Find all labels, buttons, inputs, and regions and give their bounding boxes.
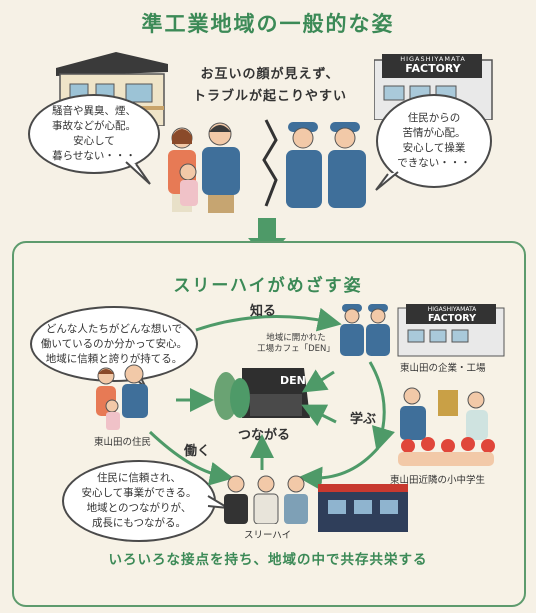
- verb-know: 知る: [250, 304, 277, 319]
- headline-line: お互いの顔が見えず、: [200, 67, 340, 82]
- company-bubble: 住民に信頼され、 安心して事業ができる。 地域とのつながりが、 成長にもつながる…: [62, 460, 216, 542]
- bubble-line: 安心して: [73, 135, 115, 147]
- bubble-line: 事故などが心配。: [52, 120, 136, 132]
- bubble-line: 地域に信頼と誇りが持てる。: [45, 352, 183, 365]
- bubble-line: どんな人たちがどんな想いで: [45, 322, 183, 335]
- factory-sign-bottom: HIGASHIYAMATA FACTORY: [408, 305, 496, 323]
- cafe-caption-line: 地域に開かれた: [266, 333, 326, 343]
- bubble-line: 住民からの: [407, 112, 461, 124]
- bubble-line: 成長にもつながる。: [91, 517, 187, 529]
- top-headline: お互いの顔が見えず、 トラブルが起こりやすい: [170, 64, 370, 108]
- headline-line: トラブルが起こりやすい: [192, 89, 347, 104]
- conflict-crack-icon: [262, 119, 278, 207]
- bubble-line: 安心して操業: [402, 142, 466, 154]
- family-illustration: [168, 122, 240, 213]
- bubble-tail-icon: [125, 161, 151, 185]
- label-residents: 東山田の住民: [94, 437, 152, 448]
- bubble-tail-icon: [375, 171, 399, 191]
- workers-illustration: [286, 122, 366, 208]
- bubble-line: 働いているのか分かって安心。: [40, 337, 188, 350]
- factory-sign-line: FACTORY: [428, 313, 476, 324]
- resident-family-illustration: [96, 364, 148, 430]
- bubble-line: できない・・・: [397, 157, 471, 169]
- factory-sign-line: FACTORY: [405, 62, 461, 75]
- cafe-building-illustration: [214, 368, 310, 420]
- bubble-line: 地域とのつながりが、: [86, 502, 192, 514]
- verb-learn: 学ぶ: [350, 412, 377, 427]
- label-companies: 東山田の企業・工場: [400, 363, 486, 374]
- cafe-caption-line: 工場カフェ「DEN」: [257, 344, 335, 354]
- bubble-line: 安心して事業ができる。: [81, 487, 197, 499]
- label-students: 東山田近隣の小中学生: [390, 475, 486, 486]
- bubble-line: 騒音や異臭、煙、: [52, 105, 136, 117]
- threehigh-building-illustration: [318, 484, 408, 532]
- factory-sign-line: HIGASHIYAMATA: [400, 55, 466, 63]
- students-illustration: [398, 387, 495, 466]
- companies-illustration: [340, 304, 505, 357]
- cafe-caption: 地域に開かれた 工場カフェ「DEN」: [236, 333, 356, 355]
- resident-worry-bubble: 騒音や異臭、煙、 事故などが心配。 安心して 暮らせない・・・: [28, 94, 160, 174]
- factory-worry-bubble: 住民からの 苦情が心配。 安心して操業 できない・・・: [376, 94, 492, 188]
- factory-sign-line: HIGASHIYAMATA: [427, 306, 477, 313]
- bubble-line: 暮らせない・・・: [52, 150, 136, 162]
- bubble-line: 苦情が心配。: [402, 127, 466, 139]
- top-title: 準工業地域の一般的な姿: [141, 12, 395, 36]
- threehigh-staff-illustration: [224, 475, 308, 524]
- cafe-sign: DEN: [280, 374, 306, 387]
- ideal-title: スリーハイがめざす姿: [173, 276, 363, 296]
- factory-sign-top: HIGASHIYAMATA FACTORY: [384, 54, 482, 74]
- bubble-line: 住民に信頼され、: [96, 472, 182, 484]
- ideal-panel: [12, 241, 526, 607]
- footer-message: いろいろな接点を持ち、地域の中で共存共栄する: [108, 552, 428, 568]
- resident-trust-bubble: どんな人たちがどんな想いで 働いているのか分かって安心。 地域に信頼と誇りが持て…: [30, 306, 198, 382]
- verb-work: 働く: [184, 444, 211, 459]
- label-threehigh: スリーハイ: [244, 530, 292, 541]
